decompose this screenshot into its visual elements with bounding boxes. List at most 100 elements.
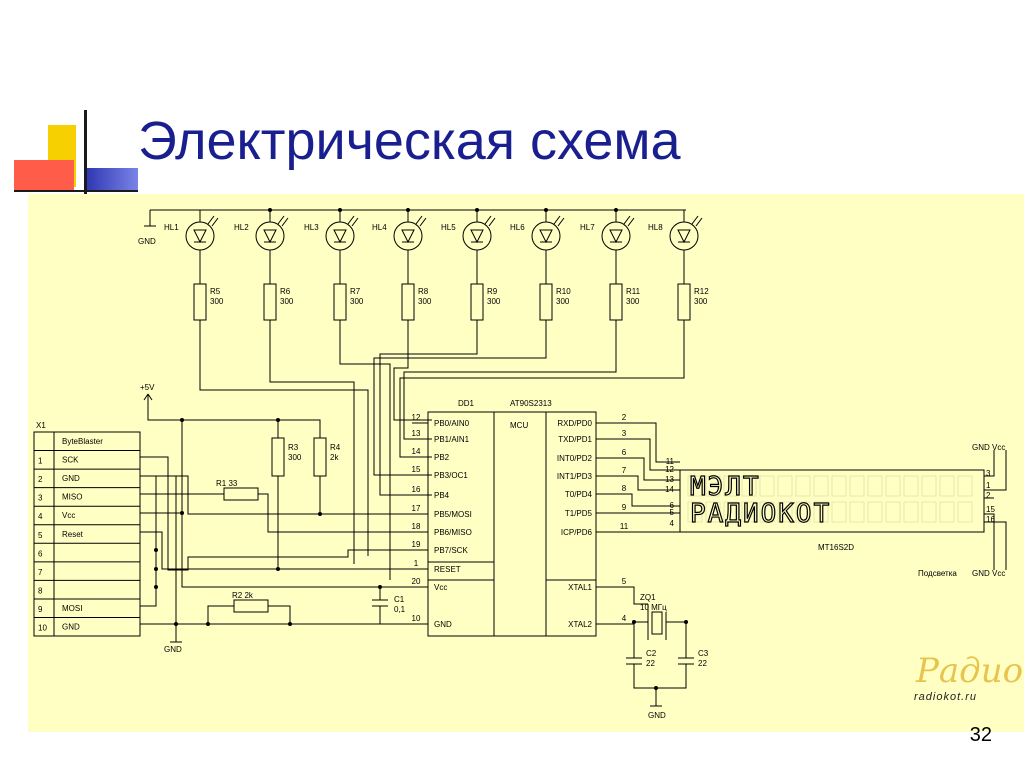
led-label: HL1: [164, 223, 179, 232]
connector-signal: ByteBlaster: [62, 437, 103, 446]
decor-blue-bar: [84, 168, 138, 190]
led-diode-2: [255, 215, 289, 251]
led-label: HL8: [648, 223, 663, 232]
mcu-pin-number: 15: [412, 465, 421, 474]
lcd-char-cell: [849, 501, 865, 523]
mcu-pin-name: PB0/AIN0: [434, 419, 470, 428]
resistor-body: [193, 283, 207, 321]
mcu-pin-name: TXD/PD1: [558, 435, 592, 444]
junction-dot: [654, 686, 658, 690]
led-body: [531, 221, 561, 251]
mcu-pin-name: INT0/PD2: [557, 454, 593, 463]
led-body: [185, 221, 215, 251]
led-diode-8: [669, 215, 703, 251]
led-ray: [695, 217, 703, 227]
led-ray: [557, 217, 565, 227]
lcd-char-cell: [885, 475, 901, 497]
mcu-pin-name: PB6/MISO: [434, 528, 472, 537]
lcd-char-cell: [723, 475, 739, 497]
lcd-char-cell: [903, 501, 919, 523]
r3-label: R3: [288, 443, 299, 452]
gnd-label-top: GND: [138, 237, 156, 246]
led-ray: [281, 217, 289, 227]
led-ray: [419, 217, 427, 227]
mcu-pin-name: RESET: [434, 565, 461, 574]
junction-dot: [544, 208, 548, 212]
led-diode-4: [393, 215, 427, 251]
led-ray: [691, 215, 699, 225]
led-triangle: [263, 229, 277, 244]
page-number: 32: [969, 724, 992, 746]
junction-dot: [318, 512, 322, 516]
r3-value: 300: [288, 453, 302, 462]
c3-label: C3: [698, 649, 709, 658]
lcd-pin-number: 11: [666, 457, 675, 466]
led-triangle: [677, 229, 691, 244]
mcu-pin-number: 10: [412, 614, 421, 623]
resistor-label: R11: [626, 287, 641, 296]
junction-dot: [276, 567, 280, 571]
mcu-pin-name: XTAL2: [568, 620, 592, 629]
resistor-label: R9: [487, 287, 498, 296]
junction-dot: [268, 208, 272, 212]
decor-vertical-line: [84, 110, 87, 200]
mcu-pin-number: 16: [412, 485, 421, 494]
lcd-char-cell: [885, 501, 901, 523]
led-triangle: [539, 229, 553, 244]
lcd-char-cell: [795, 501, 811, 523]
lcd-char-cell: [831, 475, 847, 497]
led-ray: [347, 215, 355, 225]
c2-value: 22: [646, 659, 655, 668]
lcd-pin-number: 2: [986, 491, 991, 500]
led-ray: [484, 215, 492, 225]
mcu-pin-number: 14: [412, 447, 421, 456]
lcd-char-cell: [759, 475, 775, 497]
c2-label: C2: [646, 649, 657, 658]
mcu-pin-name: XTAL1: [568, 583, 592, 592]
connector-pin-number: 2: [38, 475, 43, 484]
lcd-char-cell: [867, 475, 883, 497]
lcd-line-2: РАДИОКОТ: [690, 499, 831, 529]
lcd-pin-number: 15: [986, 505, 995, 514]
gnd-label-crystal: GND: [648, 711, 666, 720]
schematic-drawing: HL1R5300HL2R6300HL3R7300HL4R8300HL5R9300…: [33, 208, 1024, 720]
lcd-pin-number: 14: [665, 485, 674, 494]
connector-pin-number: 4: [38, 512, 43, 521]
lcd-char-cell: [705, 501, 721, 523]
crystal-value: 10 МГц: [640, 603, 667, 612]
mcu-pin-number: 7: [622, 466, 627, 475]
led-ray: [277, 215, 285, 225]
junction-dot: [684, 620, 688, 624]
slide-title: Электрическая схема: [138, 111, 681, 171]
connector-signal: MOSI: [62, 604, 82, 613]
resistor-body: [539, 283, 553, 321]
lcd-char-cell: [813, 475, 829, 497]
junction-dot: [288, 622, 292, 626]
lcd-char-cell: [741, 475, 757, 497]
junction-dot: [614, 208, 618, 212]
led-ray: [211, 217, 219, 227]
led-triangle: [470, 229, 484, 244]
led-label: HL2: [234, 223, 249, 232]
lcd-char-cell: [867, 501, 883, 523]
resistor-body: [333, 283, 347, 321]
mcu-pin-number: 18: [412, 522, 421, 531]
crystal-ref: ZQ1: [640, 593, 656, 602]
mcu-pin-number: 6: [622, 448, 627, 457]
led-triangle: [193, 229, 207, 244]
mcu-pin-name: RXD/PD0: [557, 419, 592, 428]
lcd-backlight-label: Подсветка: [918, 569, 957, 578]
mcu-pin-number: 19: [412, 540, 421, 549]
resistor-label: R12: [694, 287, 709, 296]
lcd-char-cell: [759, 501, 775, 523]
resistor-body: [677, 283, 691, 321]
lcd-line-1: МЭЛТ: [690, 472, 761, 502]
mcu-pin-name: PB5/MOSI: [434, 510, 472, 519]
led-body: [462, 221, 492, 251]
mcu-pin-number: 1: [414, 559, 419, 568]
junction-dot: [206, 622, 210, 626]
mcu-pin-number: 12: [412, 413, 421, 422]
lcd-gnd-vcc-top: GND Vcc: [972, 443, 1005, 452]
mcu-pin-number: 4: [622, 614, 627, 623]
led-body: [393, 221, 423, 251]
